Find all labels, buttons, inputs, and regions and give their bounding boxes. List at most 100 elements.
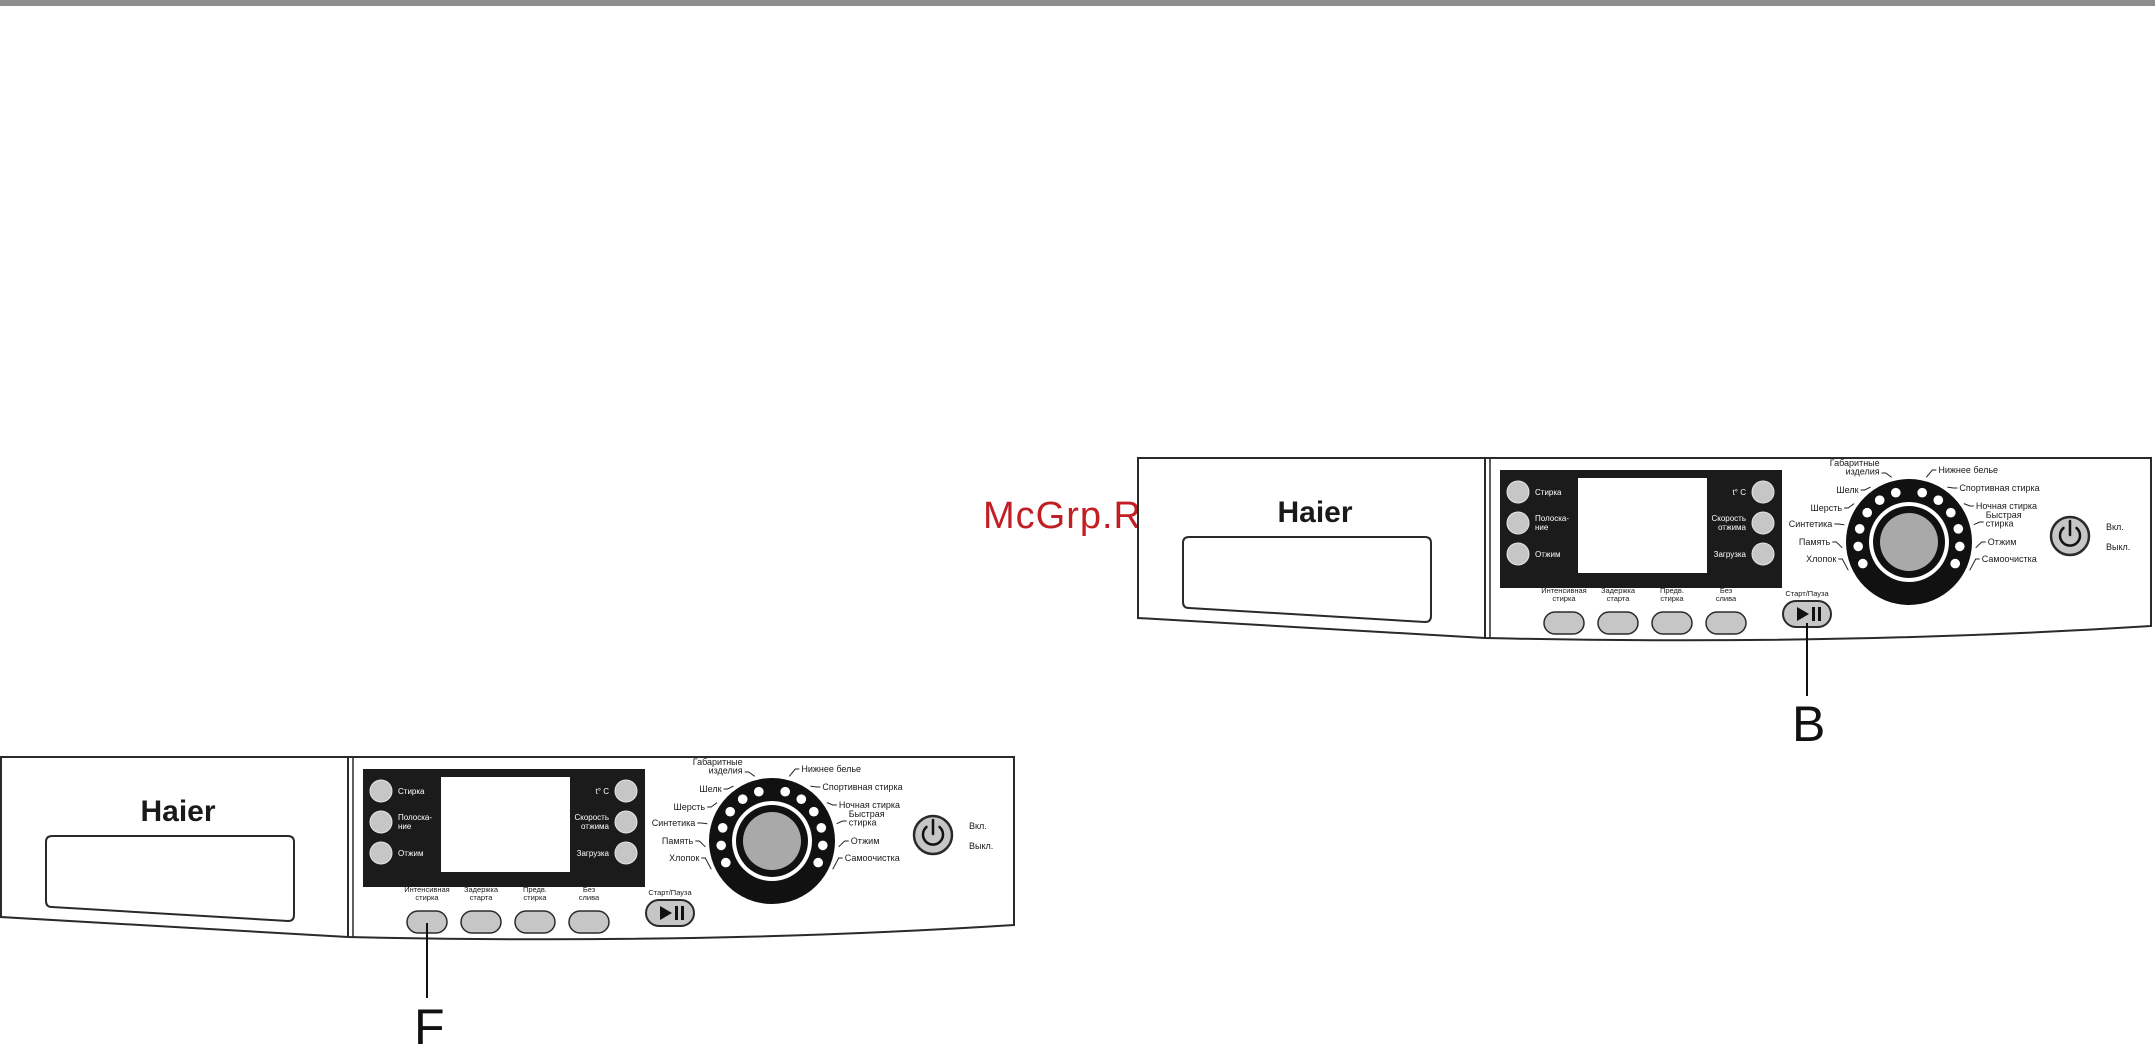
start-pause-label: Старт/Пауза [648,888,692,897]
option-label-prewash: Предв.стирка [523,885,547,902]
rinse-button[interactable] [369,810,393,834]
program-indicator-led [1874,495,1885,505]
load-button[interactable] [614,841,638,865]
program-leader-line [697,822,708,825]
program-leader-line [810,785,821,788]
pause-icon-bar [1818,607,1821,621]
program-indicator-led [1955,541,1965,552]
program-leader-line [1881,472,1892,478]
program-label-spin: Отжим [851,836,880,846]
program-label-underwear: Нижнее белье [1938,465,1998,475]
program-indicator-led [721,857,731,868]
power-icon [921,825,945,846]
program-indicator-led [813,857,823,868]
option-button-intensive[interactable] [1543,611,1585,635]
program-dial-knob[interactable] [743,812,801,870]
program-label-wool: Шерсть [674,802,706,812]
program-leader-line [1973,521,1984,526]
program-label-memory: Память [1799,537,1831,547]
power-off-label: Выкл. [969,841,993,851]
program-indicator-led [1933,495,1944,505]
program-indicator-led [780,786,790,797]
power-on-label: Вкл. [2106,522,2124,532]
program-label-sport: Спортивная стирка [822,782,902,792]
spin-button[interactable] [369,841,393,865]
program-indicator-led [1917,487,1927,498]
program-indicator-led [809,806,819,817]
rinse-button[interactable] [1506,511,1530,535]
program-indicator-led [1891,487,1901,498]
temperature-button[interactable] [614,779,638,803]
pause-icon-bar [1812,607,1815,621]
program-indicator-led [1950,558,1960,569]
temperature-button-label: t° C [1733,488,1747,497]
start-pause-label: Старт/Пауза [1785,589,1829,598]
program-indicator-led [816,823,827,833]
program-leader-line [1844,503,1855,509]
program-indicator-led [796,794,807,804]
program-indicator-led [1854,524,1865,534]
callout-line-f [426,923,428,998]
program-label-memory: Память [662,836,694,846]
option-button-delay[interactable] [460,910,502,934]
spin-button-label: Отжим [1535,550,1560,559]
option-button-prewash[interactable] [514,910,556,934]
power-off-label: Выкл. [2106,542,2130,552]
spin-speed-button[interactable] [614,810,638,834]
program-indicator-led [717,823,728,833]
program-leader-line [1925,469,1937,478]
play-icon [660,906,672,920]
option-button-prewash[interactable] [1651,611,1693,635]
callout-label-f: F [414,999,445,1055]
wash-button[interactable] [369,779,393,803]
program-indicator-led [1953,524,1964,534]
top-rule [0,0,2155,6]
spin-button[interactable] [1506,542,1530,566]
program-indicator-led [725,806,735,817]
program-label-selfclean: Самоочистка [1982,554,2037,564]
option-button-delay[interactable] [1597,611,1639,635]
display-screen [441,777,570,872]
program-label-synthetic: Синтетика [652,818,696,828]
program-label-cotton: Хлопок [669,853,699,863]
program-label-silk: Шелк [699,784,721,794]
rinse-button-label: Полоска-ние [398,813,432,831]
program-label-cotton: Хлопок [1806,554,1836,564]
spin-speed-button[interactable] [1751,511,1775,535]
temperature-button[interactable] [1751,480,1775,504]
program-leader-line [1832,541,1843,549]
callout-line-b [1806,623,1808,696]
program-indicator-led [716,840,726,851]
program-indicator-led [754,786,764,797]
program-leader-line [701,857,712,870]
detergent-drawer[interactable] [1182,536,1432,624]
program-indicator-led [1853,541,1863,552]
pause-icon-bar [675,906,678,920]
program-indicator-led [1858,558,1868,569]
rinse-button-label: Полоска-ние [1535,514,1569,532]
program-leader-line [1969,558,1980,571]
load-button[interactable] [1751,542,1775,566]
program-label-night: Ночная стирка [839,800,900,810]
detergent-drawer[interactable] [45,835,295,923]
option-button-nodrain[interactable] [568,910,610,934]
wash-button[interactable] [1506,480,1530,504]
program-indicator-led [818,840,828,851]
program-indicator-led [737,794,748,804]
option-button-nodrain[interactable] [1705,611,1747,635]
program-leader-line [744,771,755,777]
brand-logo: Haier [1277,496,1352,529]
program-dial-knob[interactable] [1880,513,1938,571]
program-leader-line [1975,541,1986,549]
load-button-label: Загрузка [1714,550,1747,559]
